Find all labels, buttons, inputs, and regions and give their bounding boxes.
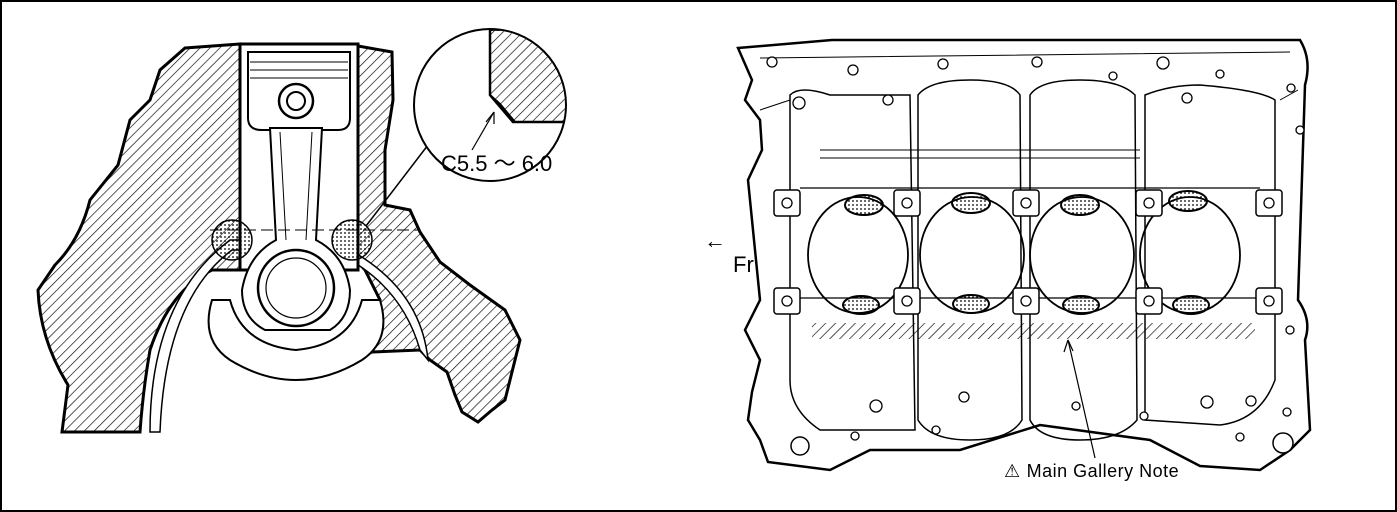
front-arrow-icon: ← [704, 228, 726, 253]
cross-section-view [36, 28, 567, 434]
chamfer-spec-label: C5.5 ～ 6.0 [441, 151, 553, 176]
crank-sweep [149, 239, 430, 433]
main-gallery-note: ⚠Main Gallery Note [1004, 461, 1179, 482]
check-point [1172, 295, 1210, 315]
chamfer-point-left [211, 219, 253, 261]
counterweight [207, 299, 385, 381]
front-label: Fr [733, 252, 754, 277]
block-section-left [36, 42, 242, 434]
note-text: Main Gallery Note [1026, 461, 1180, 481]
cylinder-block-view [736, 38, 1312, 472]
check-point [844, 194, 884, 216]
check-point [952, 294, 990, 314]
check-point [1060, 194, 1100, 216]
warning-icon: ⚠ [1004, 461, 1021, 482]
check-point [1062, 295, 1100, 315]
check-point [1168, 190, 1208, 212]
check-point [842, 295, 880, 315]
main-gallery-band [812, 323, 1255, 339]
check-point [951, 192, 991, 214]
chamfer-point-right [331, 219, 373, 261]
